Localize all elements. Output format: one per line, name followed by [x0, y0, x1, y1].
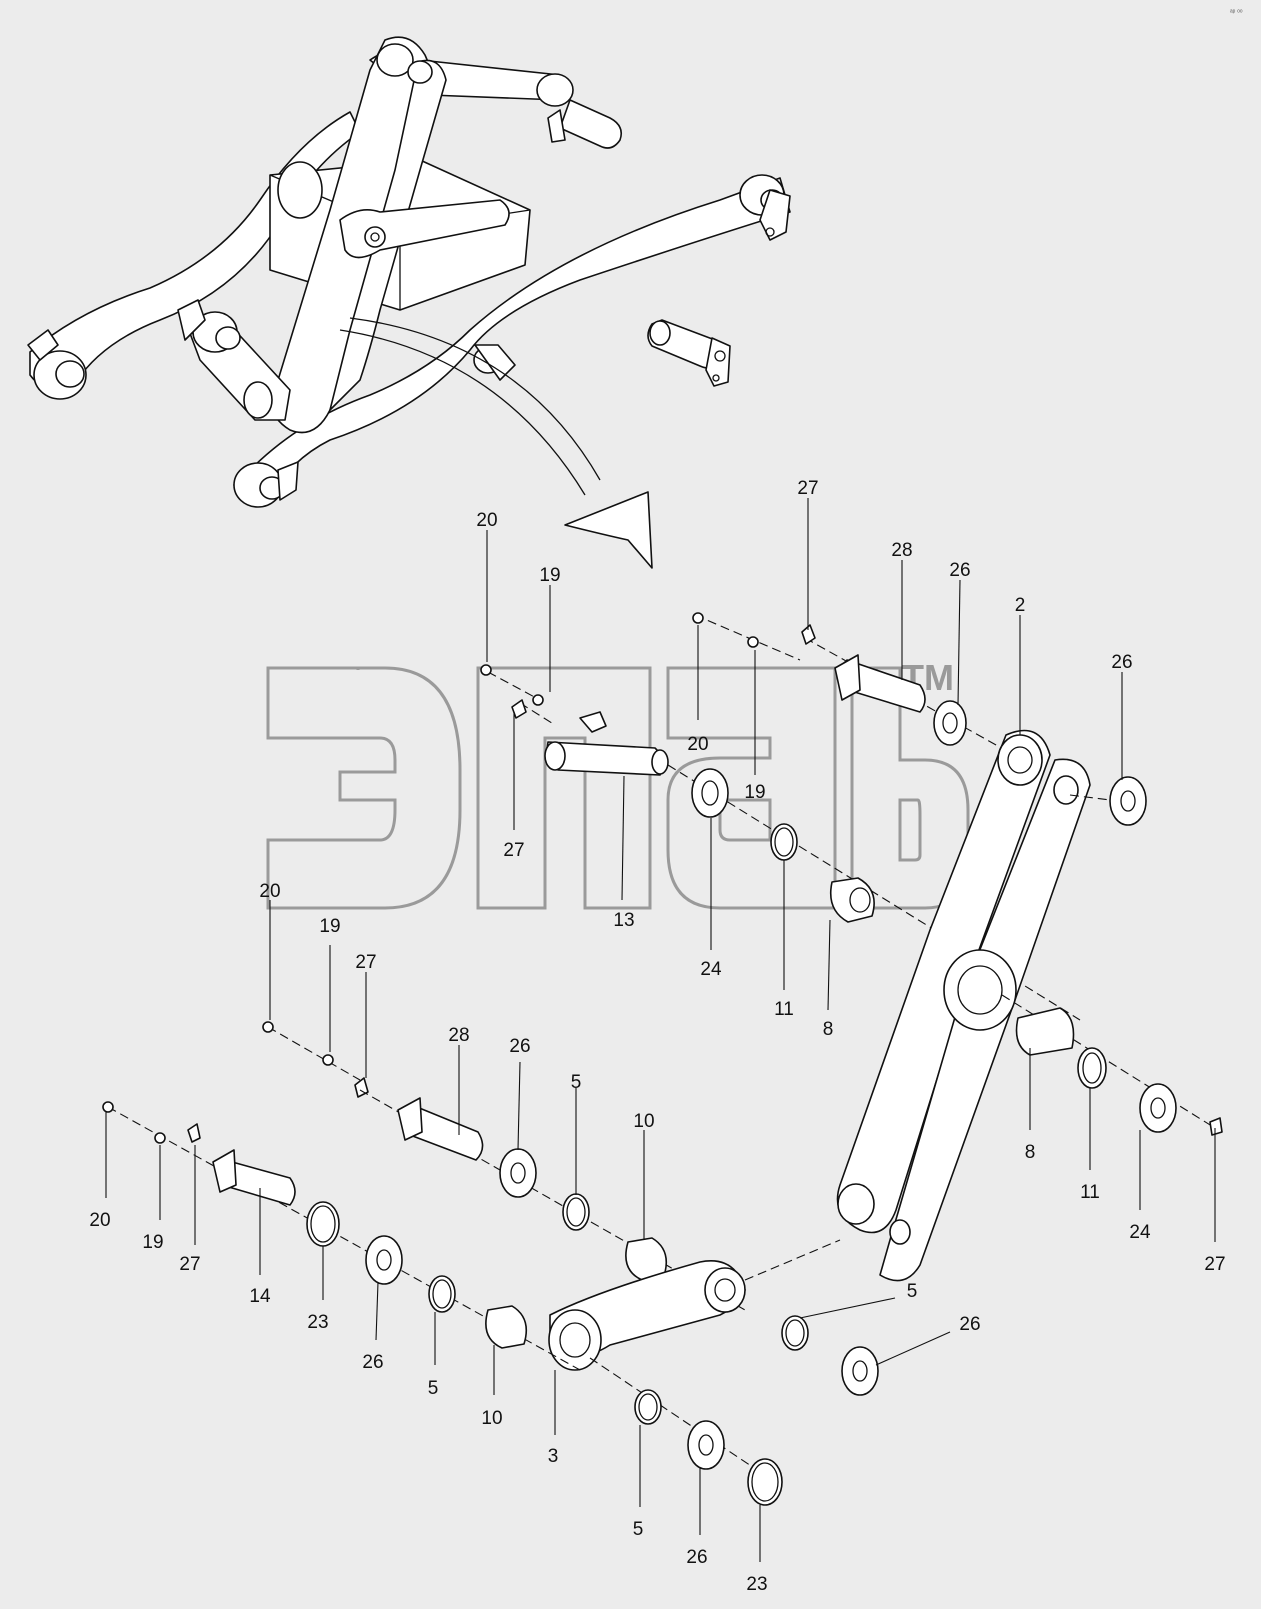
callout-26: 26 [686, 1547, 707, 1568]
boom-link-part-2 [836, 729, 1223, 1282]
callout-5: 5 [907, 1281, 918, 1302]
callout-2: 2 [1015, 595, 1026, 616]
callout-8: 8 [1025, 1142, 1036, 1163]
callout-24: 24 [1129, 1222, 1151, 1243]
callout-27: 27 [797, 478, 818, 499]
callout-10: 10 [481, 1408, 502, 1429]
callout-24: 24 [700, 959, 722, 980]
callout-11: 11 [774, 999, 794, 1020]
callout-leaders [105, 498, 1216, 1562]
lower-pin-group [102, 1021, 879, 1506]
callout-5: 5 [571, 1072, 582, 1093]
callout-5: 5 [633, 1519, 644, 1540]
callout-26: 26 [1111, 652, 1132, 673]
callout-27: 27 [179, 1254, 200, 1275]
loader-frame-assembly [27, 36, 791, 508]
callout-19: 19 [744, 782, 765, 803]
callout-20: 20 [476, 510, 497, 531]
upper-pin-group [480, 612, 1081, 1021]
callout-27: 27 [355, 952, 376, 973]
callout-26: 26 [949, 560, 970, 581]
callout-26: 26 [362, 1352, 383, 1373]
corner-note: ᵃᵖ ᵒᵒ [1230, 9, 1243, 16]
callout-19: 19 [539, 565, 560, 586]
callout-10: 10 [633, 1111, 654, 1132]
callout-20: 20 [89, 1210, 110, 1231]
callout-19: 19 [319, 916, 340, 937]
callout-13: 13 [613, 910, 634, 931]
callout-11: 11 [1080, 1182, 1100, 1203]
callout-20: 20 [259, 881, 280, 902]
detail-arrow [339, 317, 653, 569]
callout-27: 27 [1204, 1254, 1225, 1275]
callout-23: 23 [307, 1312, 328, 1333]
callout-20: 20 [687, 734, 708, 755]
callout-23: 23 [746, 1574, 767, 1595]
callout-28: 28 [891, 540, 912, 561]
callout-19: 19 [142, 1232, 163, 1253]
callout-28: 28 [448, 1025, 469, 1046]
callout-3: 3 [548, 1446, 559, 1467]
callout-14: 14 [249, 1286, 271, 1307]
callout-labels: 27 28 26 2 26 20 19 20 19 27 13 24 11 8 … [89, 478, 1225, 1595]
loose-pin-detail [647, 319, 731, 387]
callout-26: 26 [509, 1036, 530, 1057]
callout-8: 8 [823, 1019, 834, 1040]
callout-26: 26 [959, 1314, 980, 1335]
callout-5: 5 [428, 1378, 439, 1399]
callout-27: 27 [503, 840, 524, 861]
